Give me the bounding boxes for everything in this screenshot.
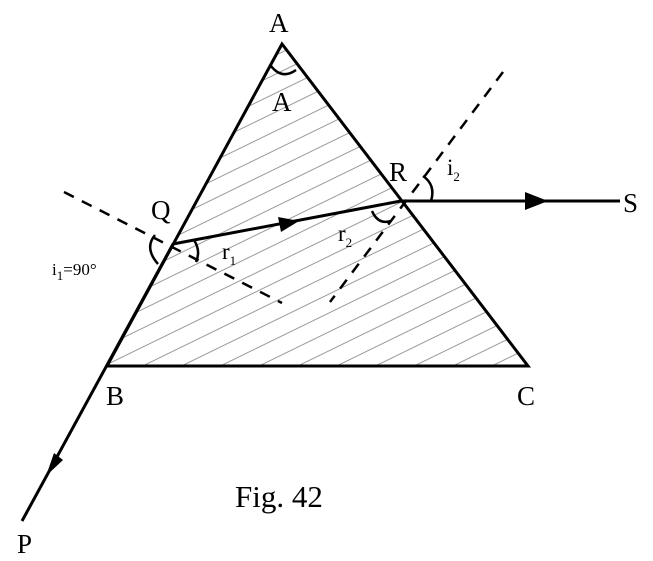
point-label-q: Q [151, 195, 171, 225]
incident-ray-arrow [46, 453, 63, 476]
angle-r1-label: r1 [222, 239, 236, 268]
prism-triangle [104, 41, 532, 368]
prism-hatched-fill [107, 44, 528, 366]
apex-angle-label: A [272, 87, 292, 117]
refracted-ray-arrow [278, 217, 299, 232]
angle-i2-label: i2 [447, 155, 460, 184]
angle-i2-arc [422, 174, 434, 202]
normal-at-q [63, 190, 283, 305]
figure-caption: Fig. 42 [235, 479, 323, 514]
point-label-p: P [17, 529, 32, 559]
angle-r1-arc [192, 239, 200, 263]
angle-r2-arc [370, 210, 392, 224]
vertex-label-b: B [106, 381, 124, 411]
normal-at-r [329, 71, 504, 303]
angle-i1-arc [149, 234, 159, 265]
apex-angle-arc [270, 65, 297, 76]
point-label-s: S [623, 188, 638, 218]
point-label-r: R [389, 157, 407, 187]
incident-ray [20, 243, 175, 522]
angle-r2-label: r2 [338, 221, 352, 250]
vertex-label-c: C [517, 381, 535, 411]
vertex-label-a: A [269, 8, 289, 38]
emergent-ray-arrow [525, 192, 548, 210]
angle-i1-label: i1=90° [52, 260, 97, 283]
